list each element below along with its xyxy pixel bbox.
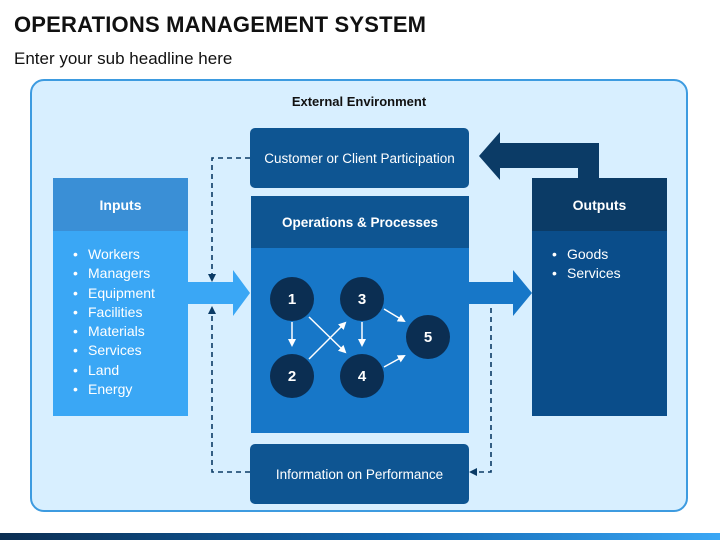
process-node-2: 2 <box>270 354 314 398</box>
list-item: Facilities <box>73 303 188 322</box>
list-item: Managers <box>73 264 188 283</box>
outputs-to-customer-arrow <box>479 132 599 180</box>
process-node-4: 4 <box>340 354 384 398</box>
operations-heading: Operations & Processes <box>251 196 469 248</box>
process-node-1: 1 <box>270 277 314 321</box>
list-item: Land <box>73 361 188 380</box>
customer-participation-box: Customer or Client Participation <box>250 128 469 188</box>
list-item: Energy <box>73 380 188 399</box>
information-dashed-connector-left <box>208 306 250 473</box>
information-dashed-connector-right <box>469 308 492 476</box>
outputs-panel: Goods Services <box>532 231 667 416</box>
list-item: Materials <box>73 322 188 341</box>
customer-dashed-connector <box>208 157 250 282</box>
external-environment-label: External Environment <box>291 94 427 109</box>
operations-to-outputs-arrow <box>469 270 532 316</box>
list-item: Services <box>552 264 667 283</box>
process-node-5: 5 <box>406 315 450 359</box>
process-flow-arrows <box>288 308 406 368</box>
outputs-list: Goods Services <box>552 245 667 284</box>
information-performance-box: Information on Performance <box>250 444 469 504</box>
page-subtitle: Enter your sub headline here <box>14 49 233 68</box>
inputs-list: Workers Managers Equipment Facilities Ma… <box>73 245 188 399</box>
inputs-heading: Inputs <box>53 178 188 231</box>
list-item: Equipment <box>73 284 188 303</box>
list-item: Goods <box>552 245 667 264</box>
outputs-heading: Outputs <box>532 178 667 231</box>
footer-gradient-bar <box>0 533 720 540</box>
list-item: Workers <box>73 245 188 264</box>
process-node-3: 3 <box>340 277 384 321</box>
list-item: Services <box>73 341 188 360</box>
inputs-to-operations-arrow <box>188 270 250 316</box>
page-title: OPERATIONS MANAGEMENT SYSTEM <box>14 12 427 37</box>
inputs-panel: Workers Managers Equipment Facilities Ma… <box>53 231 188 416</box>
